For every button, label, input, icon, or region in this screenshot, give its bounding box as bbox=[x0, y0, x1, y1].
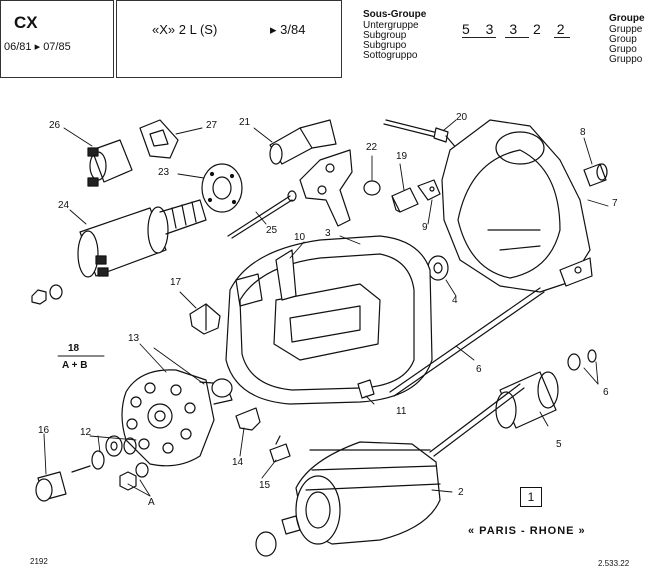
group-label-fr: Groupe bbox=[609, 13, 645, 24]
brand-label: « PARIS - RHONE » bbox=[468, 525, 586, 537]
pin-part bbox=[357, 379, 375, 399]
callout-6b: 6 bbox=[476, 364, 482, 375]
callout-13: 13 bbox=[128, 333, 140, 344]
code-underline bbox=[554, 37, 570, 38]
gasket-part bbox=[139, 119, 179, 159]
end-bracket-part bbox=[121, 369, 233, 467]
bush-part bbox=[211, 378, 233, 398]
callout-21: 22 bbox=[366, 142, 378, 153]
group-label-it: Gruppo bbox=[609, 54, 643, 65]
arrow-right-icon: ▸ bbox=[270, 22, 277, 37]
callout-15: 15 bbox=[259, 480, 271, 491]
header: CX 06/81 ▸ 07/85 «X» 2 L (S) ▸ 3/84 Sous… bbox=[0, 0, 647, 78]
callout-24: 24 bbox=[58, 200, 70, 211]
plate-part bbox=[201, 163, 243, 213]
subgroup-label-en: Subgroup bbox=[363, 30, 407, 41]
date-range: 06/81 ▸ 07/85 bbox=[4, 42, 71, 53]
box-number: 1 bbox=[520, 487, 542, 507]
plunger-part bbox=[269, 119, 337, 165]
date-to: 07/85 bbox=[43, 41, 71, 53]
callout-22: 20 bbox=[456, 112, 468, 123]
letter-a: A bbox=[148, 497, 155, 508]
bush-part bbox=[363, 180, 381, 196]
screw-part bbox=[383, 119, 459, 151]
drawing-number: 2.533.22 bbox=[598, 559, 630, 568]
date-from: 06/81 bbox=[4, 41, 32, 53]
callout-26: 26 bbox=[49, 120, 61, 131]
model-box bbox=[0, 0, 114, 78]
code-underline bbox=[462, 37, 496, 38]
callout-16: 16 bbox=[38, 425, 50, 436]
callout-9: 9 bbox=[422, 222, 428, 233]
strap-part bbox=[235, 407, 261, 431]
subgroup-label-de: Untergruppe bbox=[363, 20, 419, 31]
group-label-es: Grupo bbox=[609, 44, 637, 55]
callout-2: 2 bbox=[458, 487, 464, 498]
reference-value: 3/84 bbox=[280, 22, 306, 37]
callout-6: 6 bbox=[603, 387, 609, 398]
callout-27: 27 bbox=[206, 120, 218, 131]
callout-19: 19 bbox=[396, 151, 408, 162]
engine-label: «X» 2 L (S) bbox=[152, 22, 218, 37]
connector-part bbox=[269, 435, 291, 463]
callout-7: 7 bbox=[612, 198, 618, 209]
callout-3: 3 bbox=[325, 228, 331, 239]
group-label-de: Gruppe bbox=[609, 24, 643, 35]
brush-clip-part bbox=[189, 303, 221, 335]
callout-4: 4 bbox=[452, 295, 458, 306]
clip-part bbox=[417, 179, 441, 201]
reference-label: ▸ 3/84 bbox=[270, 23, 305, 36]
pinion-part bbox=[495, 371, 559, 429]
drive-lever-part bbox=[299, 149, 353, 227]
subgroup-label-fr: Sous-Groupe bbox=[363, 9, 427, 20]
armature-part bbox=[255, 383, 525, 557]
shaft-part bbox=[389, 287, 541, 393]
assembly-label: A + B bbox=[62, 360, 88, 371]
model-label: CX bbox=[14, 13, 38, 32]
callout-8: 8 bbox=[580, 127, 586, 138]
page-number: 2192 bbox=[30, 557, 48, 566]
subgroup-code: 5 3 3 2 2 bbox=[462, 21, 571, 37]
callout-23: 23 bbox=[158, 167, 170, 178]
pad-part bbox=[391, 187, 419, 213]
assembly-number: 18 bbox=[68, 343, 80, 354]
solenoid-cap-part bbox=[87, 139, 133, 187]
drive-end-housing-part bbox=[441, 119, 593, 293]
nut-part bbox=[31, 284, 63, 305]
yoke-part bbox=[225, 235, 433, 405]
group-label-en: Group bbox=[609, 34, 637, 45]
solenoid-part bbox=[77, 199, 207, 278]
subgroup-label-es: Subgrupo bbox=[363, 40, 407, 51]
callout-17: 17 bbox=[170, 277, 182, 288]
bush-part bbox=[583, 163, 608, 187]
washer-part bbox=[71, 435, 137, 473]
circlip-part bbox=[567, 349, 597, 371]
cap-part bbox=[35, 471, 67, 502]
subgroup-label-it: Sottogruppo bbox=[363, 50, 418, 61]
bolt-head-part bbox=[287, 190, 297, 202]
callout-10: 10 bbox=[294, 232, 306, 243]
callout-5: 5 bbox=[556, 439, 562, 450]
engine-box bbox=[116, 0, 342, 78]
leader-lines bbox=[43, 119, 609, 497]
arrow-right-icon: ▸ bbox=[34, 41, 41, 53]
shaft-part bbox=[393, 291, 545, 397]
callout-12: 12 bbox=[80, 427, 92, 438]
bush-part bbox=[427, 255, 449, 281]
callout-20: 21 bbox=[239, 117, 251, 128]
callout-25: 25 bbox=[266, 225, 278, 236]
code-underline bbox=[505, 37, 529, 38]
nut-part bbox=[119, 462, 149, 491]
callout-14: 14 bbox=[232, 457, 244, 468]
callout-11: 11 bbox=[396, 406, 407, 417]
